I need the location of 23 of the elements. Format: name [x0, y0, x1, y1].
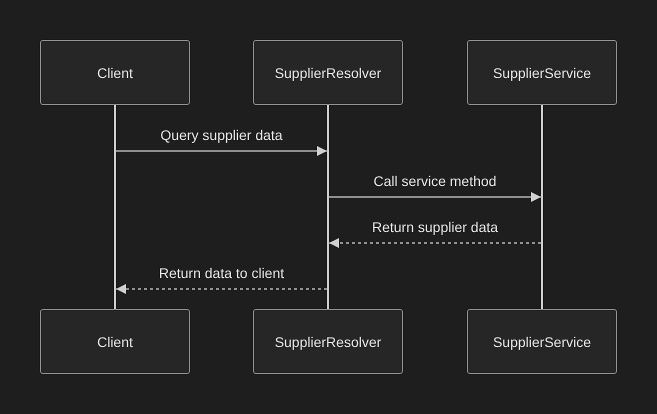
lifeline: [327, 105, 329, 309]
message-arrow: [329, 192, 541, 202]
edge-label: Return data to client: [158, 265, 284, 281]
message-arrow: [116, 284, 327, 294]
participant-name: SupplierService: [492, 64, 592, 80]
lifeline: [541, 105, 543, 309]
participant-box: [467, 309, 617, 374]
edge-label: Call service method: [374, 173, 496, 189]
message-arrow: [116, 146, 327, 156]
edge-label: Query supplier data: [160, 127, 283, 143]
participant-box: [253, 309, 403, 374]
participant-name: SupplierResolver: [274, 64, 382, 80]
participant-name: SupplierService: [492, 334, 592, 350]
participant-name: Client: [97, 334, 133, 350]
lifeline: [114, 105, 116, 309]
participant-box: [253, 40, 403, 105]
participant-name: SupplierResolver: [274, 334, 382, 350]
participant-box: [467, 40, 617, 105]
participant-box: [40, 40, 190, 105]
participant-box: [40, 309, 190, 374]
message-arrow: [329, 238, 541, 248]
edge-label: Return supplier data: [372, 219, 498, 235]
participant-name: Client: [97, 64, 133, 80]
